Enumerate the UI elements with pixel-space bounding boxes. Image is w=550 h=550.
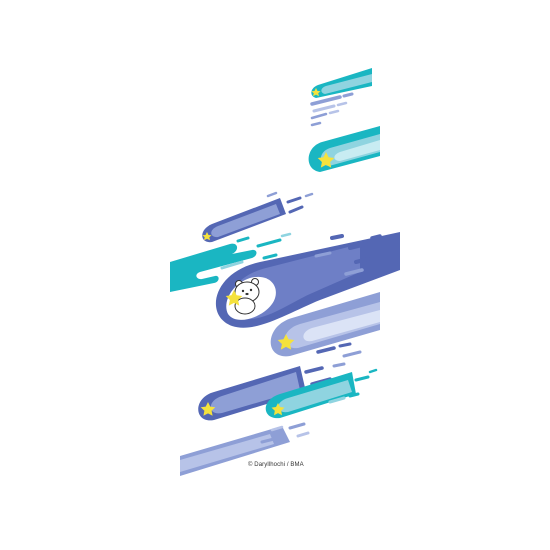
star-icon [317,152,335,168]
star-icon [202,232,212,241]
star-icon [271,403,285,416]
shooting-star-8 [180,422,310,476]
shooting-star-5 [270,292,380,358]
shooting-star-7 [265,368,378,419]
star-icon [311,88,321,97]
star-icon [225,290,243,306]
bear-character-icon [225,278,260,315]
shooting-star-1 [310,68,372,127]
shooting-star-4 [215,232,400,328]
star-icon [277,334,295,350]
shooting-star-3 [202,191,314,243]
teal-streak [170,232,292,292]
copyright-credit: © Daryllhochi / BMA [248,462,304,468]
shooting-star-2 [308,126,380,172]
star-icon [200,402,216,416]
shooting-star-6 [198,362,346,421]
